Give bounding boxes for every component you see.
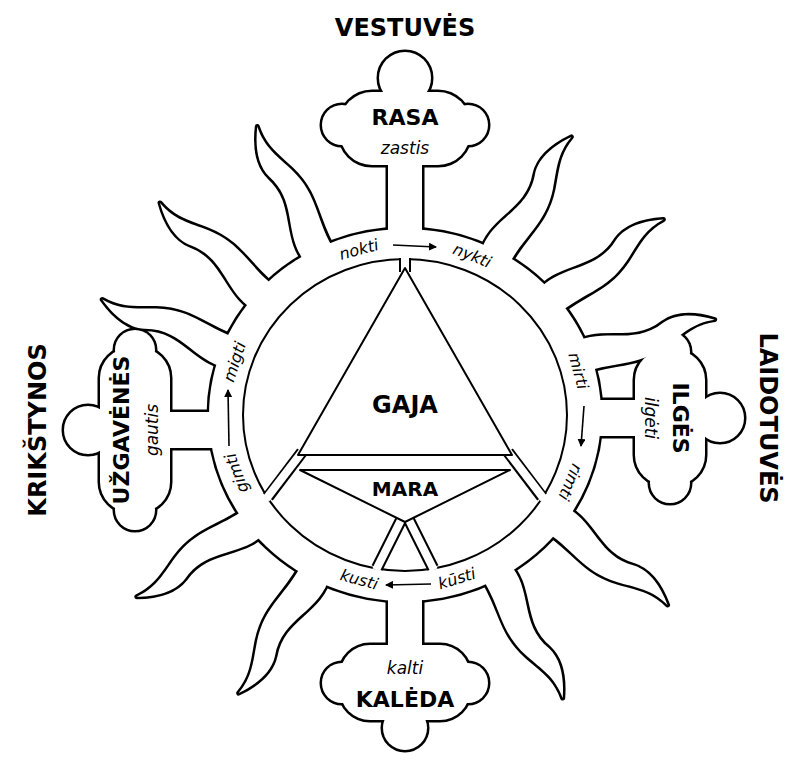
ring-word: migti: [221, 340, 249, 384]
lobe-word: gautis: [144, 404, 161, 456]
lobe-word: ilgėti: [642, 397, 659, 439]
outer-heading: LAIDOTUVĖS: [756, 332, 780, 503]
mara-triangle: MARA: [300, 470, 510, 522]
ring-word: nykti: [451, 242, 494, 272]
christening-lobe: KRIKŠTYNOS UŽGAVĖNĖS gautis: [20, 330, 180, 530]
gaja-triangle: GAJA: [298, 268, 512, 455]
ring-word: rimti: [555, 462, 584, 503]
ring-word: nokti: [337, 237, 380, 263]
ring-word: kūsti: [437, 565, 478, 592]
outer-heading: KRIKŠTYNOS: [26, 343, 50, 516]
ring-word: mirti: [565, 351, 590, 391]
funeral-lobe: LAIDOTUVĖS ILGĖS ilgėti: [630, 330, 790, 530]
lobe-title: ILGĖS: [669, 382, 691, 453]
lobe-title: RASA: [372, 107, 439, 129]
ring-word: kusti: [338, 567, 379, 592]
triangle-title: MARA: [372, 479, 438, 499]
christmas-lobe: kaltiKALĖDA: [330, 640, 480, 760]
triangle-title: GAJA: [372, 393, 438, 417]
lobe-title: UŽGAVĖNĖS: [111, 356, 133, 505]
lobe-word: kalti: [387, 660, 423, 677]
ring-word: gimti: [222, 452, 251, 496]
lobe-word: zastis: [381, 140, 429, 157]
lobe-title: KALĖDA: [356, 689, 454, 711]
outer-heading: VESTUVĖS: [335, 16, 475, 40]
wedding-lobe: VESTUVĖS RASA zastis: [330, 5, 480, 170]
